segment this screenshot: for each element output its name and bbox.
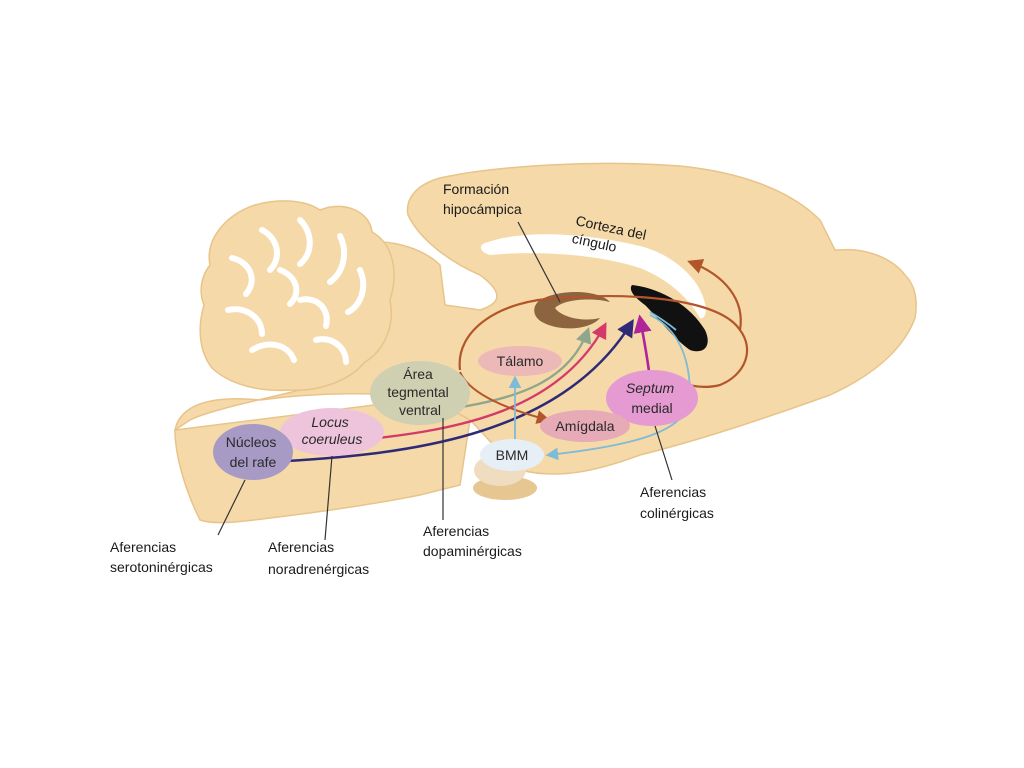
brain-silhouette — [173, 162, 917, 524]
raphe-pathway — [269, 319, 634, 464]
noradrenergic-label: Aferencias noradrenérgicas — [268, 539, 369, 577]
serotonergic-label: Aferencias serotoninérgicas — [110, 539, 213, 575]
cholinergic-label: Aferencias colinérgicas — [640, 484, 714, 521]
locus-coeruleus-label: Locus coeruleus — [302, 414, 363, 447]
vta-oval — [370, 361, 470, 425]
dopaminergic-label: Aferencias dopaminérgicas — [423, 523, 522, 559]
serotonergic-leader — [217, 479, 246, 536]
cerebellum-folia — [225, 217, 367, 365]
afferent-labels: Aferencias serotoninérgicas Aferencias n… — [110, 484, 714, 577]
hippocampal-leader — [517, 221, 561, 303]
raphe-oval — [213, 424, 293, 480]
cholinergic-leader — [654, 425, 673, 481]
bmm-oval — [480, 439, 544, 471]
vta-pathway — [439, 326, 592, 412]
hippocampus-shape — [534, 291, 610, 329]
septum-label: Septum medial — [626, 380, 678, 416]
bmm-pathway-3 — [649, 311, 677, 331]
cingulate-arrow — [687, 259, 742, 331]
thalamus-label: Tálamo — [497, 353, 544, 369]
bmm-label: BMM — [496, 447, 529, 463]
hippocampal-formation-label: Formación hipocámpica — [443, 181, 522, 217]
raphe-label: Núcleos del rafe — [226, 434, 280, 470]
septum-oval — [606, 370, 698, 426]
noradrenergic-leader — [324, 455, 333, 541]
vta-label: Área tegmental ventral — [387, 366, 452, 418]
thalamus-oval — [478, 346, 562, 376]
coeruleus-pathway — [359, 322, 607, 442]
afferent-leaders — [217, 418, 673, 541]
locus-coeruleus-oval — [280, 408, 384, 456]
amygdala-oval — [540, 410, 630, 442]
cingulate-ventricle — [480, 234, 706, 319]
lateral-ventricle — [630, 285, 708, 352]
regions: Tálamo Área tegmental ventral Locus coer… — [213, 346, 698, 480]
cingulate-pathway — [458, 295, 749, 388]
amygdala-label: Amígdala — [555, 418, 614, 434]
